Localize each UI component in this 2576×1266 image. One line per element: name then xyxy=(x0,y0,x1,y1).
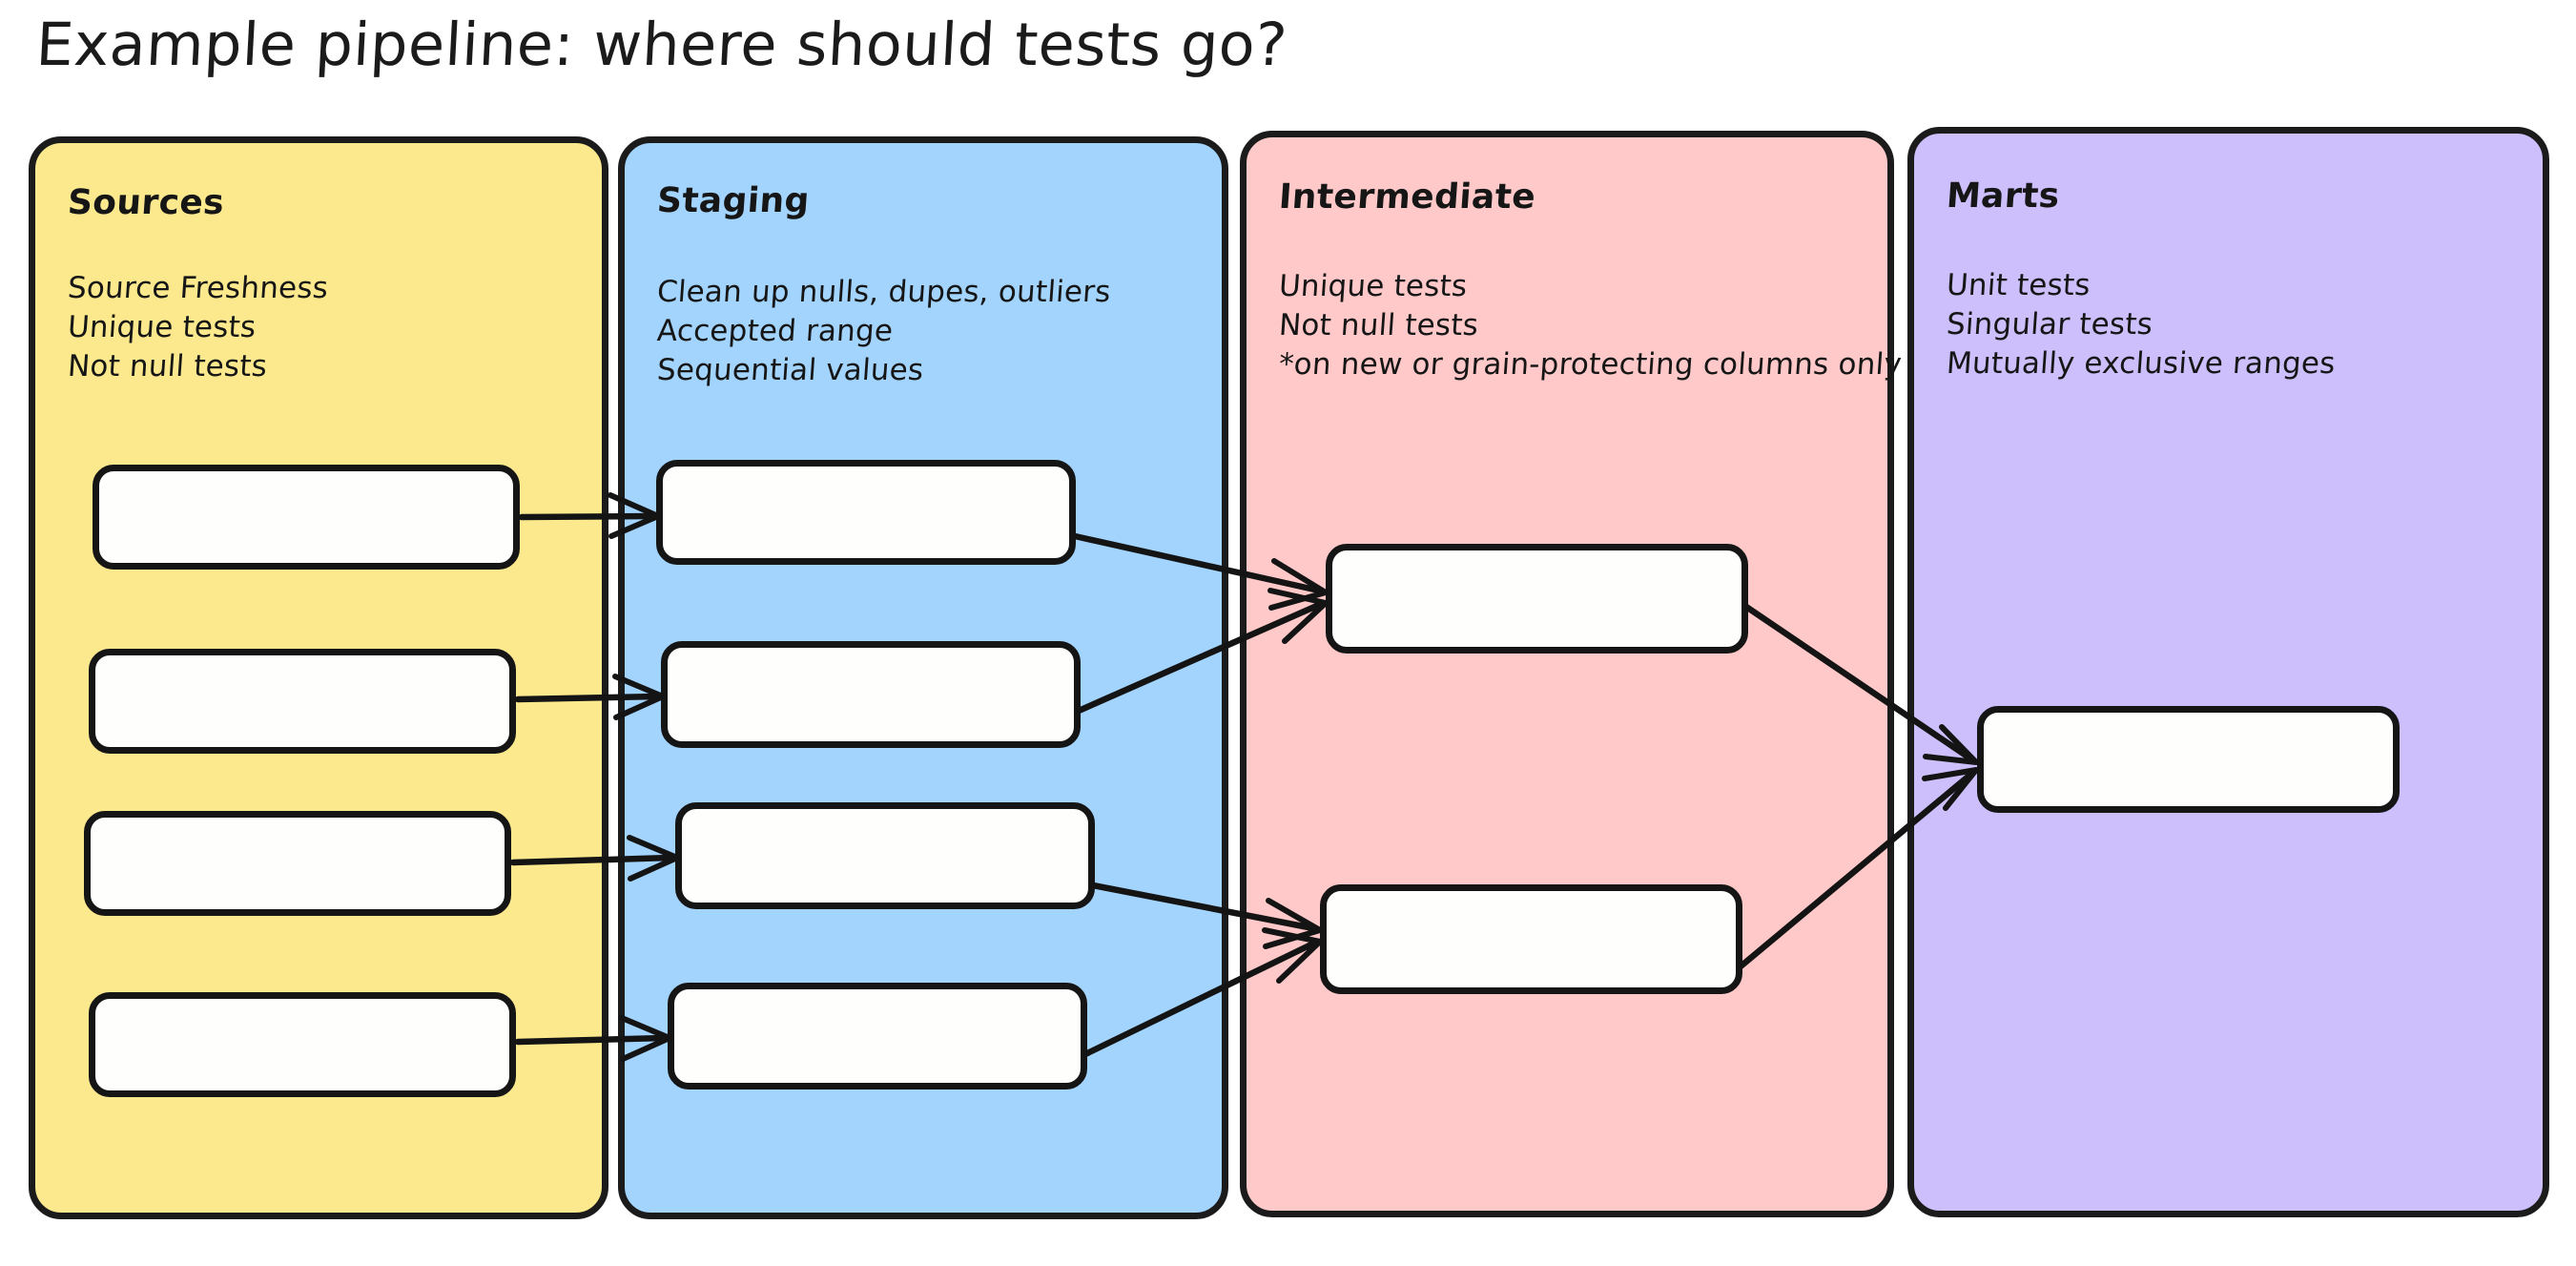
column-line-sources-3: Not null tests xyxy=(66,349,269,384)
node-sources-3[interactable] xyxy=(84,811,511,916)
page-title: Example pipeline: where should tests go? xyxy=(34,10,1289,79)
column-line-sources-1: Source Freshness xyxy=(66,271,330,305)
node-marts-1[interactable] xyxy=(1977,706,2400,813)
column-line-intermediate-2: Not null tests xyxy=(1277,308,1480,342)
column-line-staging-2: Accepted range xyxy=(655,314,895,348)
column-line-marts-1: Unit tests xyxy=(1945,268,2092,302)
node-sources-1[interactable] xyxy=(93,465,520,570)
node-sources-2[interactable] xyxy=(89,649,516,754)
node-staging-4[interactable] xyxy=(668,983,1087,1090)
column-line-staging-1: Clean up nulls, dupes, outliers xyxy=(655,275,1112,309)
node-staging-3[interactable] xyxy=(675,802,1095,909)
column-line-staging-3: Sequential values xyxy=(655,353,925,387)
node-sources-4[interactable] xyxy=(89,992,516,1097)
column-line-intermediate-3: *on new or grain-protecting columns only xyxy=(1277,347,1904,382)
column-marts[interactable]: Marts Unit tests Singular tests Mutually… xyxy=(1907,127,2549,1217)
column-header-staging: Staging xyxy=(655,181,812,220)
node-intermediate-1[interactable] xyxy=(1326,544,1748,654)
column-line-marts-2: Singular tests xyxy=(1945,307,2154,342)
column-line-intermediate-1: Unique tests xyxy=(1277,269,1469,303)
column-line-marts-3: Mutually exclusive ranges xyxy=(1945,346,2337,381)
column-header-sources: Sources xyxy=(66,183,226,222)
node-staging-2[interactable] xyxy=(661,641,1081,748)
node-intermediate-2[interactable] xyxy=(1320,884,1742,994)
column-header-marts: Marts xyxy=(1945,176,2061,216)
column-intermediate[interactable]: Intermediate Unique tests Not null tests… xyxy=(1240,131,1903,1217)
column-line-sources-2: Unique tests xyxy=(66,310,258,344)
column-header-intermediate: Intermediate xyxy=(1277,177,1537,217)
node-staging-1[interactable] xyxy=(656,460,1076,565)
